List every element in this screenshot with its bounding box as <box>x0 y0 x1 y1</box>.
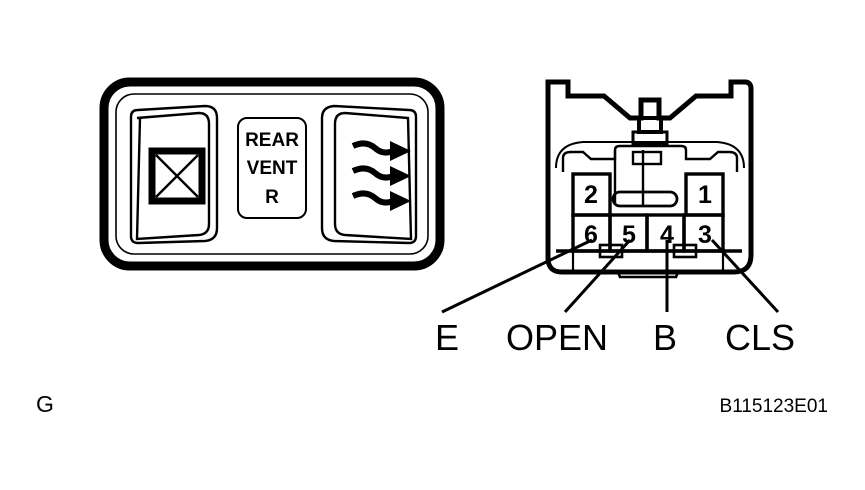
terminal-label-b: B <box>653 317 677 358</box>
rear-vent-switch-assembly: REAR VENT R <box>99 77 445 271</box>
left-button-outer-shell <box>129 104 219 245</box>
pin-number-1: 1 <box>698 181 712 209</box>
connector-assembly: 2 1 6 5 4 3 <box>545 79 754 279</box>
closed-vent-crossed-box-icon <box>148 147 206 205</box>
connector-skirt-separators <box>571 251 725 271</box>
pin-number-2: 2 <box>584 181 598 209</box>
pin-number-6: 6 <box>584 221 598 249</box>
connector-lock-bar <box>611 190 679 208</box>
leader-lines <box>441 238 780 314</box>
connector-lower-tab-right <box>672 243 698 259</box>
pin-number-4: 4 <box>660 221 674 249</box>
corner-label-g: G <box>36 391 54 417</box>
switch-label-line2: VENT <box>247 158 298 179</box>
connector-cavity-wall <box>561 144 739 172</box>
terminal-label-open: OPEN <box>506 317 608 358</box>
center-label-plate <box>237 117 307 219</box>
leader-line-e <box>441 238 593 314</box>
pin-number-3: 3 <box>698 221 712 249</box>
connector-latch-shoulder <box>631 130 669 146</box>
terminal-label-e: E <box>435 317 459 358</box>
connector-keyway-post <box>613 150 645 205</box>
switch-label-line3: R <box>265 187 279 208</box>
connector-inner-rim <box>555 141 745 169</box>
switch-outer-body <box>99 77 445 271</box>
right-button-face <box>333 111 413 241</box>
connector-keyway-notch <box>631 150 663 166</box>
connector-outer-shell <box>545 79 754 275</box>
switch-label-line1: REAR <box>245 130 299 151</box>
leader-line-cls <box>710 238 780 314</box>
pin-number-5: 5 <box>622 221 636 249</box>
terminal-label-cls: CLS <box>725 317 795 358</box>
airflow-arrows-icon <box>351 140 411 211</box>
switch-inner-body-outline <box>115 93 429 255</box>
right-button-outer-shell <box>320 104 418 245</box>
figure-id-label: B115123E01 <box>720 396 828 417</box>
leader-line-open <box>563 238 632 314</box>
left-button-face <box>135 111 211 241</box>
connector-bottom-foot <box>615 269 681 279</box>
terminal-label-row: E OPEN B CLS <box>435 317 795 358</box>
